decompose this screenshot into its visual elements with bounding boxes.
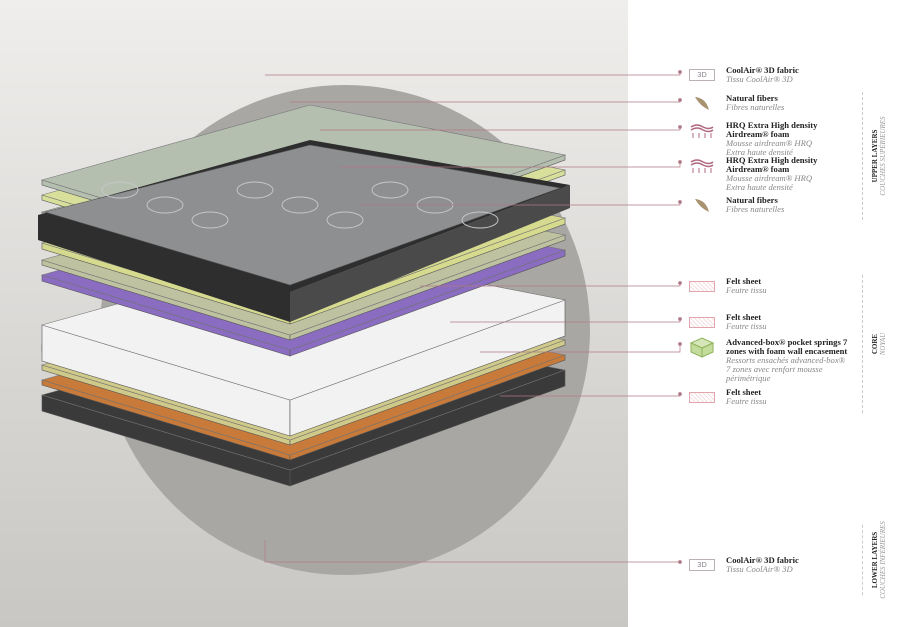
quilt-pattern — [101, 181, 139, 199]
quilt-pattern — [371, 181, 409, 199]
leaf-icon — [695, 97, 709, 110]
leader-dot — [678, 70, 682, 74]
felt-sheet-icon — [689, 316, 715, 328]
felt-sheet-icon — [689, 280, 715, 292]
leader-dot — [678, 160, 682, 164]
quilt-pattern — [146, 196, 184, 214]
leader-dot — [678, 317, 682, 321]
quilt-pattern — [236, 181, 274, 199]
leaf-icon — [695, 199, 709, 212]
foam-icon — [690, 159, 714, 173]
quilt-pattern — [191, 211, 229, 229]
3d-fabric-icon: 3D — [689, 559, 715, 571]
leader-dot — [678, 281, 682, 285]
leader-dot — [678, 200, 682, 204]
3d-fabric-icon: 3D — [689, 69, 715, 81]
leader-dot — [678, 342, 682, 346]
quilt-pattern — [326, 211, 364, 229]
top-mattress-quilted-surface — [43, 144, 562, 286]
felt-sheet-icon — [689, 391, 715, 403]
leader-line — [480, 344, 681, 353]
leader-line — [265, 72, 681, 76]
quilt-pattern — [281, 196, 319, 214]
pocket-springs-icon — [689, 337, 715, 358]
quilt-pattern — [461, 211, 499, 229]
leader-line — [264, 540, 680, 563]
foam-icon — [690, 124, 714, 138]
leader-dot — [678, 560, 682, 564]
leader-dot — [678, 98, 682, 102]
top-mattress-front — [290, 185, 570, 322]
leader-dot — [678, 125, 682, 129]
leader-dot — [678, 392, 682, 396]
